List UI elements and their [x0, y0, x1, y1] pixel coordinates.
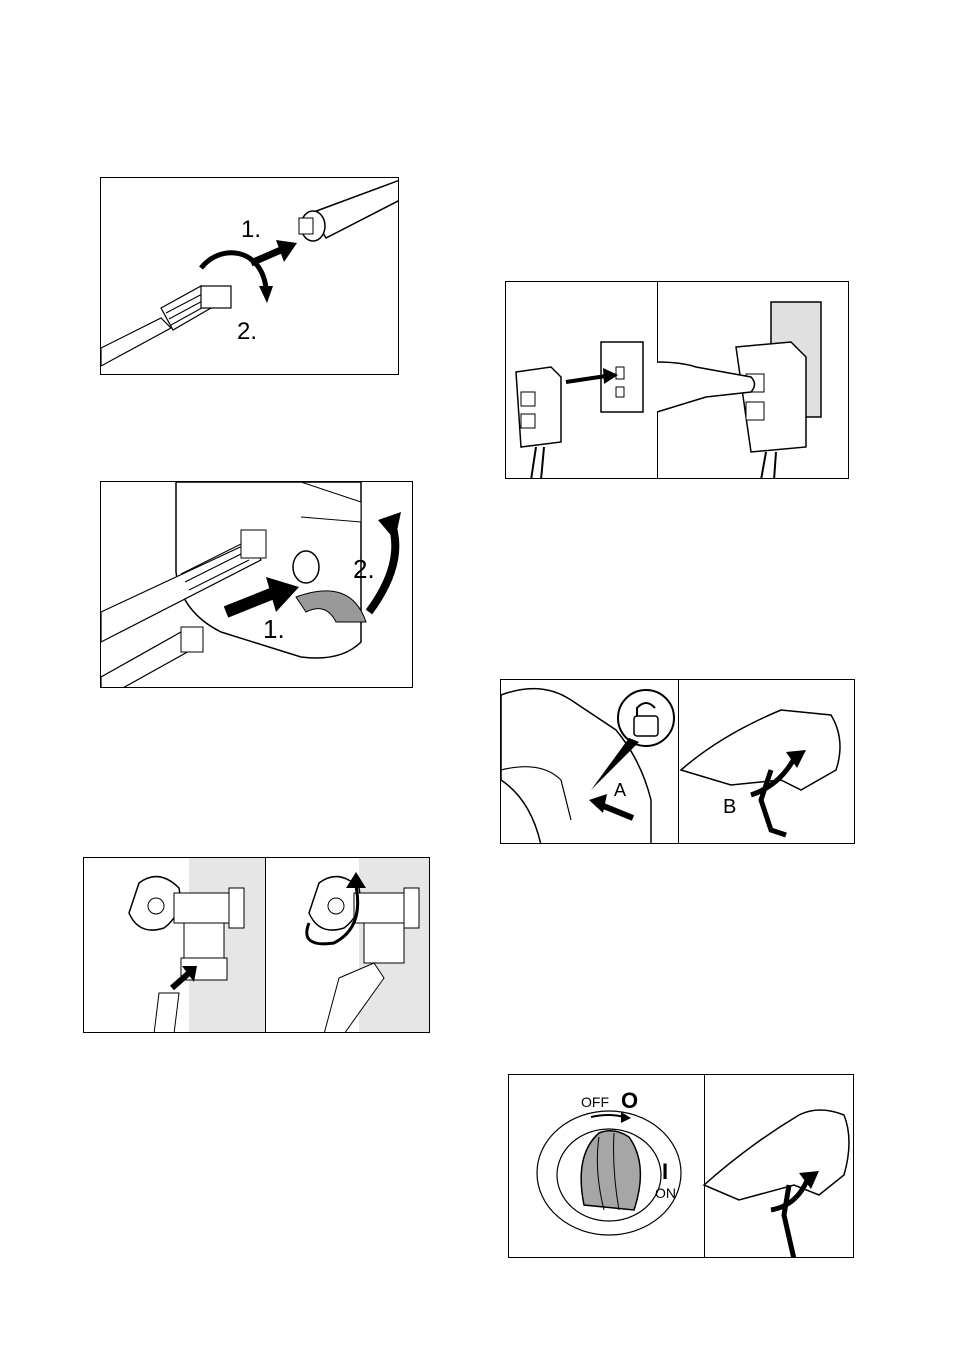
- figure-faucet-connection: [83, 857, 430, 1033]
- step-1-label: 1.: [263, 614, 285, 645]
- label-b: B: [723, 796, 736, 819]
- on-label: ON: [655, 1185, 676, 1201]
- switch-illustration: [509, 1075, 854, 1258]
- figure-trigger-lock: A B: [500, 679, 855, 844]
- off-label: OFF: [581, 1094, 609, 1110]
- figure-gfci-plug: [505, 281, 849, 479]
- pump-illustration: [101, 482, 413, 688]
- gfci-illustration: [506, 282, 849, 479]
- faucet-illustration: [84, 858, 430, 1033]
- on-symbol: I: [662, 1159, 668, 1185]
- step-2-label: 2.: [237, 318, 257, 346]
- figure-pump-hose-connection: 1. 2.: [100, 481, 413, 688]
- figure-lance-connection: 1. 2.: [100, 177, 399, 375]
- figure-power-switch: OFF O I ON: [508, 1074, 854, 1258]
- step-1-label: 1.: [241, 216, 261, 244]
- step-2-label: 2.: [353, 554, 375, 585]
- off-symbol: O: [621, 1088, 638, 1114]
- trigger-illustration: [501, 680, 855, 844]
- label-a: A: [614, 780, 626, 801]
